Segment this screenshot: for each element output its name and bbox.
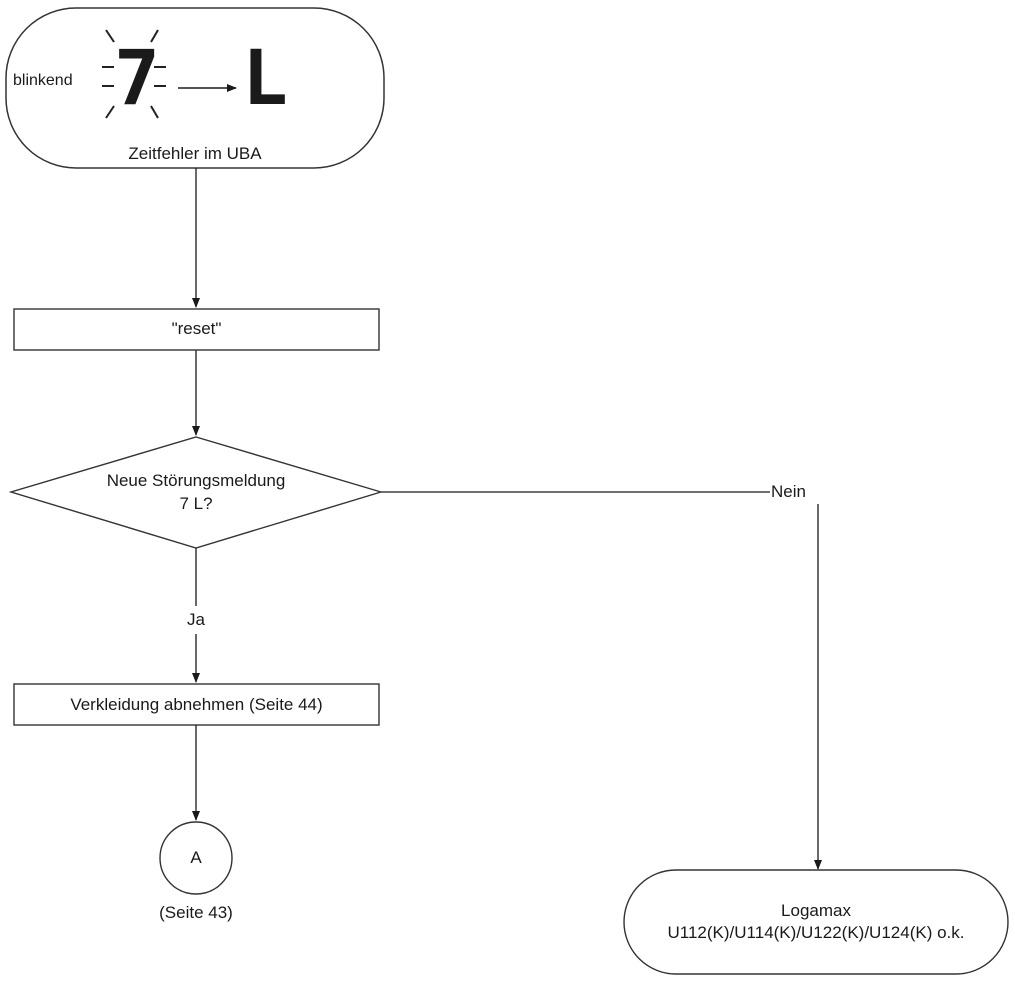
display-digit-blinking: 7 bbox=[114, 33, 160, 122]
decision-question-line2: 7 L? bbox=[179, 494, 213, 513]
decision-question-line1: Neue Störungsmeldung bbox=[106, 471, 286, 490]
display-digit-result: L bbox=[242, 33, 288, 122]
reset-label: "reset" bbox=[171, 319, 222, 338]
connector-caption: (Seite 43) bbox=[159, 903, 233, 922]
decision-no-label: Nein bbox=[771, 482, 806, 501]
cover-removal-label: Verkleidung abnehmen (Seite 44) bbox=[70, 695, 323, 714]
reset-box bbox=[13, 308, 380, 351]
start-caption: Zeitfehler im UBA bbox=[128, 144, 262, 163]
connector-label: A bbox=[190, 848, 202, 867]
connector-circle bbox=[159, 821, 233, 895]
end-ok-line2: U112(K)/U114(K)/U122(K)/U124(K) o.k. bbox=[667, 923, 965, 942]
decision-yes-label: Ja bbox=[187, 610, 205, 629]
cover-removal-box bbox=[13, 683, 380, 726]
blink-rays-icon bbox=[102, 29, 166, 119]
blink-label: blinkend bbox=[13, 72, 73, 89]
end-ok-line1: Logamax bbox=[781, 901, 851, 920]
end-terminator bbox=[623, 869, 1009, 975]
